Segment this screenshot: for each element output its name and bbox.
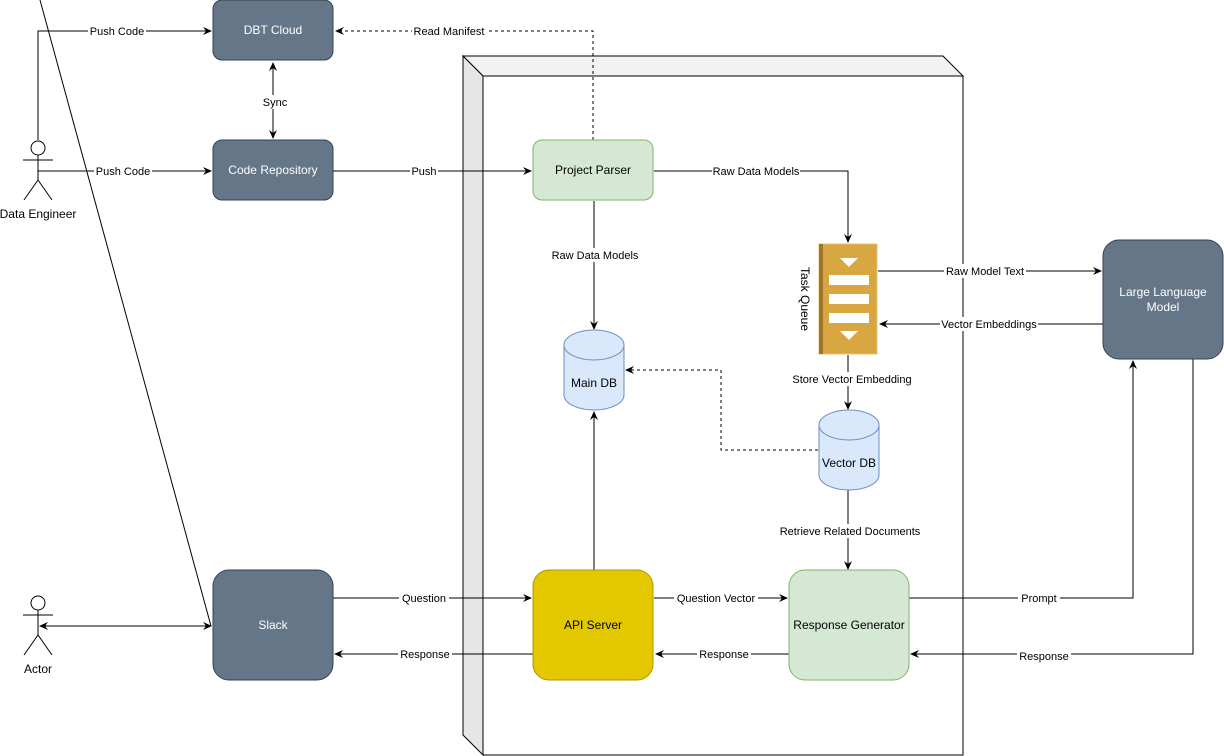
node-label-vector-db: Vector DB: [822, 456, 876, 470]
database-icon: [563, 329, 625, 411]
node-slack[interactable]: Slack: [212, 569, 334, 681]
edge-vector-embeddings: Vector Embeddings: [879, 317, 1103, 331]
container-top-face: [461, 55, 965, 77]
node-label-main-db: Main DB: [571, 376, 617, 390]
node-label-api-server: API Server: [564, 618, 622, 632]
node-label-task-queue: Task Queue: [798, 267, 812, 331]
edge-label-push-code-repo: Push Code: [96, 166, 150, 178]
node-large-language-model[interactable]: Large Language Model: [1102, 239, 1224, 360]
node-label-response-generator: Response Generator: [793, 618, 904, 632]
person-icon: [23, 595, 53, 656]
edge-response-slack: Response: [334, 647, 533, 661]
edge-push: Push: [333, 164, 532, 178]
edge-actor-slack: [39, 0, 212, 630]
edge-label-question-vector: Question Vector: [677, 593, 756, 605]
node-code-repository[interactable]: Code Repository: [212, 139, 334, 201]
node-label-slack: Slack: [258, 618, 288, 632]
edge-prompt: Prompt: [909, 360, 1137, 605]
edge-label-prompt: Prompt: [1021, 593, 1056, 605]
node-label-llm-line2: Model: [1147, 300, 1180, 314]
edge-label-response-llm: Response: [1019, 651, 1069, 663]
node-label-project-parser: Project Parser: [555, 163, 631, 177]
actor-label-actor: Actor: [24, 662, 52, 676]
queue-edge-bar: [819, 244, 823, 354]
node-label-dbt-cloud: DBT Cloud: [244, 23, 302, 37]
edge-question: Question: [333, 591, 532, 605]
node-vector-db[interactable]: Vector DB: [818, 409, 880, 491]
edge-label-response-api: Response: [699, 649, 749, 661]
node-main-db[interactable]: Main DB: [563, 329, 625, 411]
edge-label-vector-embeddings: Vector Embeddings: [941, 319, 1037, 331]
edge-raw-model-text: Raw Model Text: [878, 264, 1102, 278]
node-label-llm-line1: Large Language: [1119, 285, 1207, 299]
edge-push-code-repo: Push Code: [38, 164, 212, 178]
edge-response-api: Response: [655, 647, 789, 661]
node-api-server[interactable]: API Server: [532, 569, 654, 681]
edge-question-vector: Question Vector: [654, 591, 788, 605]
edge-label-push-code-dbt: Push Code: [90, 26, 144, 38]
queue-icon: [829, 258, 869, 340]
edge-vector-to-main-db: [625, 366, 818, 451]
edge-label-raw-data-models-db: Raw Data Models: [552, 250, 639, 262]
edge-label-retrieve-related-documents: Retrieve Related Documents: [780, 526, 921, 538]
container-side-face: [462, 54, 484, 756]
edge-label-read-manifest: Read Manifest: [414, 26, 485, 38]
edge-store-vector-embedding: Store Vector Embedding: [790, 355, 914, 410]
node-task-queue[interactable]: Task Queue: [798, 243, 878, 355]
edge-push-code-dbt: Push Code: [37, 24, 212, 140]
edge-label-response-slack: Response: [400, 649, 450, 661]
person-icon: [23, 140, 53, 201]
edge-label-raw-data-models-queue: Raw Data Models: [713, 166, 800, 178]
edge-raw-data-models-db: Raw Data Models: [550, 201, 640, 330]
database-icon: [818, 409, 880, 491]
edge-label-sync: Sync: [263, 97, 288, 109]
actor-label-data-engineer: Data Engineer: [0, 207, 76, 221]
node-project-parser[interactable]: Project Parser: [532, 139, 654, 201]
edge-label-store-vector-embedding: Store Vector Embedding: [792, 374, 911, 386]
node-dbt-cloud[interactable]: DBT Cloud: [212, 0, 334, 61]
actor-user[interactable]: Actor: [23, 595, 53, 676]
edge-label-raw-model-text: Raw Model Text: [946, 266, 1024, 278]
edge-response-llm: Response: [910, 359, 1194, 663]
edge-label-push: Push: [411, 166, 436, 178]
node-response-generator[interactable]: Response Generator: [788, 569, 910, 681]
edge-label-question: Question: [402, 593, 446, 605]
edge-sync: Sync: [259, 62, 289, 139]
edge-read-manifest: Read Manifest: [335, 24, 594, 140]
actor-data-engineer[interactable]: Data Engineer: [0, 140, 76, 221]
edge-retrieve-related-documents: Retrieve Related Documents: [778, 490, 922, 570]
edge-raw-data-models-queue: Raw Data Models: [654, 164, 852, 243]
node-label-code-repository: Code Repository: [228, 163, 317, 177]
